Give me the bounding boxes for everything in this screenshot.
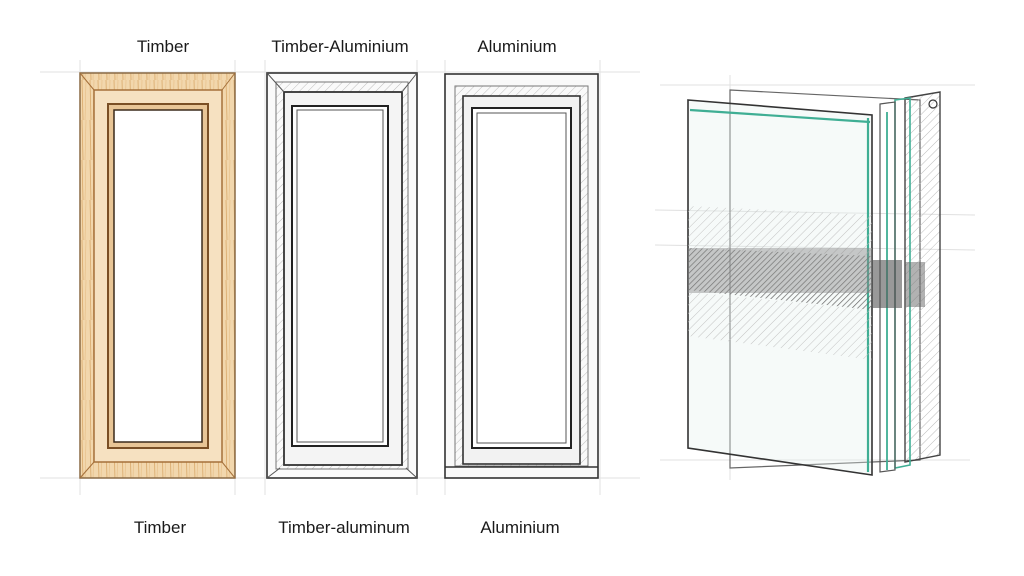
top-label-aluminium: Aluminium xyxy=(477,37,557,56)
bottom-label-aluminium: Aluminium xyxy=(480,518,560,537)
top-label-timber: Timber xyxy=(136,37,190,56)
top-label-timber-aluminium: Timber-Aluminium xyxy=(271,37,409,56)
exploded-glazing-unit-perspective xyxy=(654,75,976,480)
aluminium-window-frame xyxy=(444,73,599,479)
bottom-label-timber-aluminum: Timber-aluminum xyxy=(278,518,410,537)
bottom-label-timber: Timber xyxy=(133,518,187,537)
timber-aluminium-window-frame xyxy=(266,72,418,479)
timber-window-frame xyxy=(79,72,236,479)
